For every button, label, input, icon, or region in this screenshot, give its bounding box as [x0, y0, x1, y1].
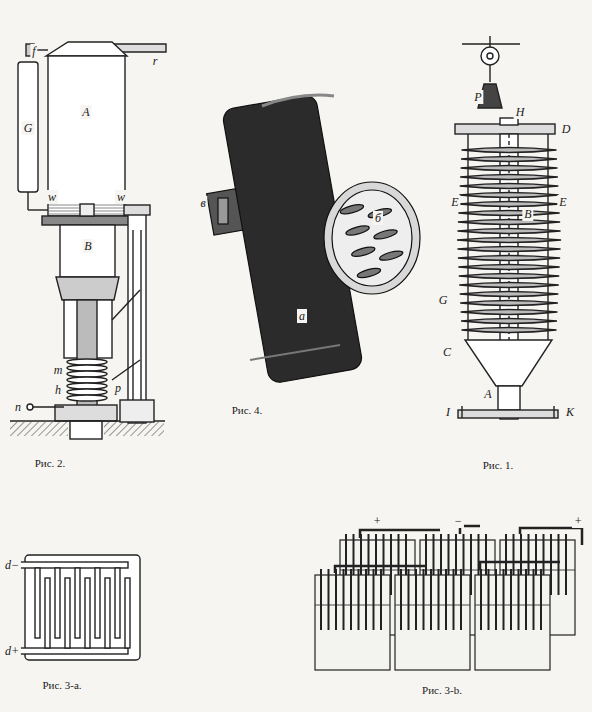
callout-letter: p [113, 381, 123, 395]
callout-letter: + [572, 514, 584, 528]
callout-letter: w [115, 190, 127, 204]
callout-letter: f [30, 44, 37, 58]
figure-caption: Рис. 3-b. [420, 684, 464, 697]
callout-letter: G [22, 121, 35, 135]
callout-letter: n [13, 400, 23, 414]
figure-4 [207, 94, 420, 384]
callout-letter: r [151, 54, 160, 68]
callout-letter: H [514, 105, 527, 119]
callout-letter: − [452, 514, 464, 528]
figure-caption: Рис. 2. [33, 457, 68, 470]
callout-letter: A [80, 105, 91, 119]
callout-letter: E [449, 195, 460, 209]
callout-letter: I [444, 405, 452, 419]
callout-letter: h [53, 383, 63, 397]
callout-letter: + [371, 514, 383, 528]
figure-3a [8, 555, 140, 660]
callout-letter: B [522, 207, 533, 221]
callout-letter: в [198, 196, 207, 210]
callout-letter: B [82, 239, 93, 253]
callout-letter: C [441, 345, 453, 359]
callout-letter: P [472, 90, 483, 104]
callout-letter: G [437, 293, 450, 307]
callout-letter: E [557, 195, 568, 209]
figure-2 [10, 42, 166, 439]
callout-letter: A [482, 387, 493, 401]
figure-caption: Рис. 3-а. [40, 679, 83, 692]
callout-letter: m [52, 363, 65, 377]
callout-letter: D [560, 122, 573, 136]
callout-letter: d− [3, 558, 21, 572]
callout-letter: б [373, 211, 383, 225]
callout-letter: а [297, 309, 307, 323]
figure-caption: Рис. 1. [481, 459, 516, 472]
callout-letter: w [46, 190, 58, 204]
figure-caption: Рис. 4. [230, 404, 265, 417]
figure-3b [315, 526, 582, 670]
callout-letter: d+ [3, 644, 21, 658]
figure-1 [455, 36, 561, 419]
callout-letter: K [564, 405, 576, 419]
